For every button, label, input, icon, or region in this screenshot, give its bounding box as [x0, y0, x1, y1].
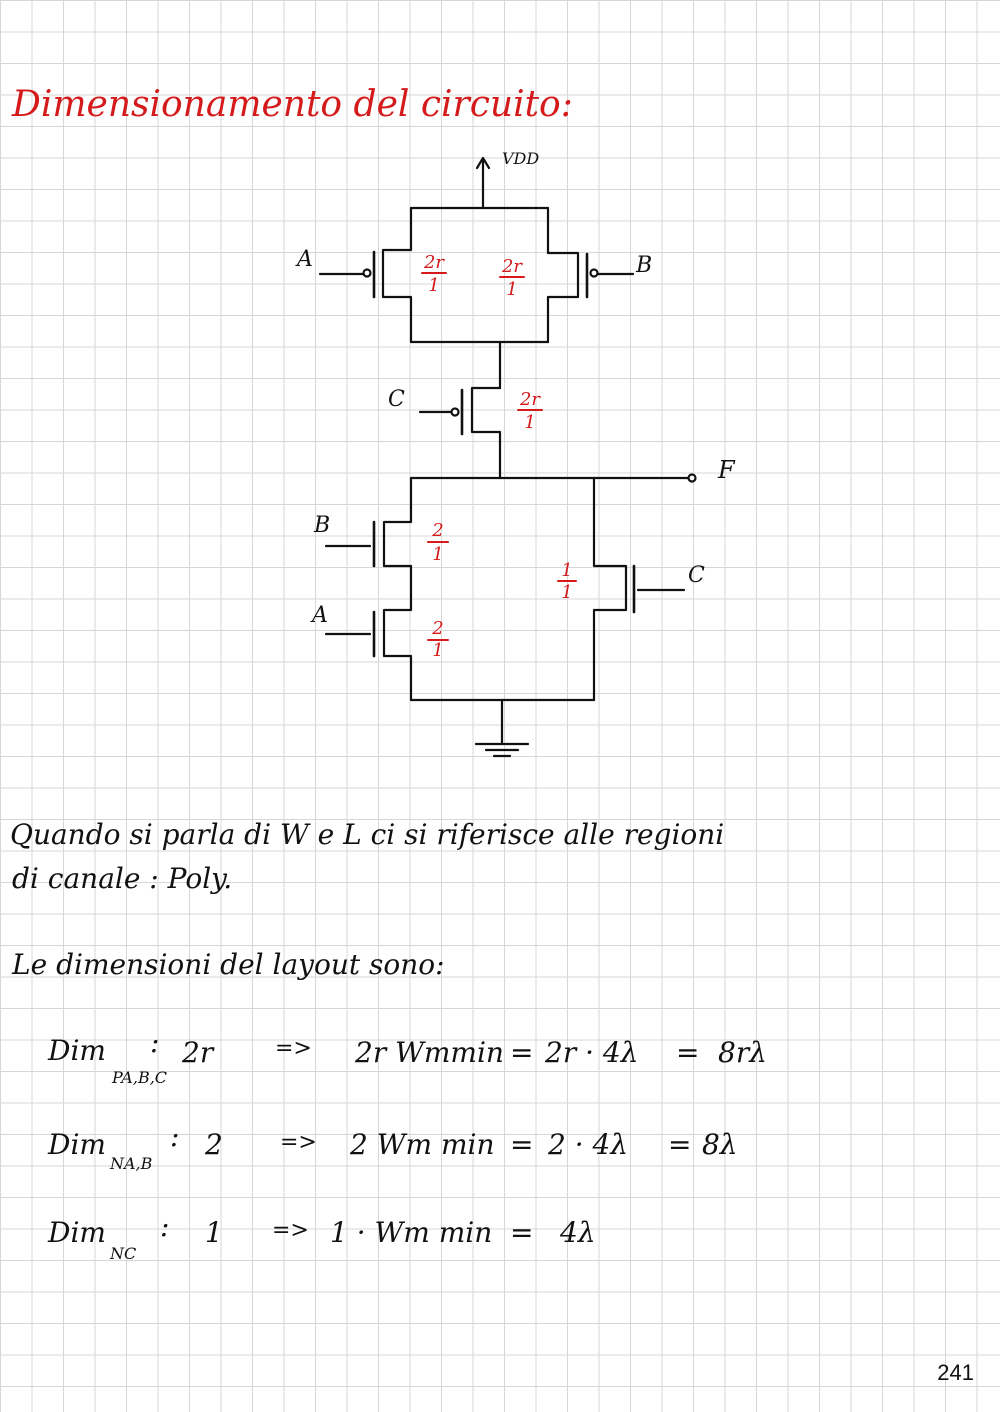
dim-p-sub: PA,B,C	[112, 1068, 168, 1087]
dim-p-colon: :	[150, 1026, 160, 1059]
text-line-3: Le dimensioni del layout sono:	[12, 948, 445, 981]
dim-p-result: 8rλ	[718, 1036, 767, 1069]
input-a-bottom-label: A	[310, 603, 328, 628]
pmos-c-bubble	[450, 407, 460, 417]
ratio-pc-den: 1	[524, 412, 535, 433]
dim-nab-result: 8λ	[702, 1128, 738, 1161]
vdd-arrow-icon	[475, 156, 491, 170]
input-b-top-label: B	[635, 253, 652, 278]
ratio-pa-den: 1	[428, 275, 439, 296]
ratio-na-num: 2	[431, 618, 443, 639]
dim-p-eq1: =	[510, 1036, 534, 1069]
input-b-bottom-label: B	[313, 513, 330, 538]
dim-nc-expr: 1 · Wm min	[330, 1216, 493, 1249]
ratio-pb-den: 1	[506, 279, 517, 300]
dim-nc-ratio: 1	[205, 1216, 223, 1249]
dim-nc-label: Dim	[48, 1216, 106, 1249]
pmos-c	[470, 386, 502, 480]
dim-nab-ratio: 2	[205, 1128, 223, 1161]
dim-nc-eq1: =	[510, 1216, 534, 1249]
dim-nab-colon: :	[170, 1120, 180, 1153]
input-a-top-label: A	[295, 247, 313, 272]
pmos-b	[546, 206, 580, 344]
dim-p-expr: 2r Wmmin	[355, 1036, 504, 1069]
vdd-label: VDD	[502, 149, 539, 168]
dim-nc-sub: NC	[110, 1244, 137, 1263]
pmos-b-bubble	[589, 268, 599, 278]
input-c-bottom-label: C	[688, 563, 705, 588]
dim-p-calc: 2r · 4λ	[545, 1036, 639, 1069]
page-number: 241	[937, 1360, 974, 1385]
ratio-pa-num: 2r	[423, 252, 445, 273]
output-f-label: F	[717, 456, 736, 484]
dim-nc-arrow: =>	[272, 1218, 309, 1243]
dim-nab-calc: 2 · 4λ	[548, 1128, 629, 1161]
ratio-nc-num: 1	[561, 560, 572, 581]
cmos-circuit-diagram: VDD A B C F B A C 2r 1 2r 1 2r 1 2 1 2 1…	[295, 149, 736, 758]
dim-nab-arrow: =>	[280, 1130, 317, 1155]
ratio-pc-num: 2r	[519, 389, 541, 410]
ratio-nb-num: 2	[431, 520, 443, 541]
text-line-2: di canale : Poly.	[12, 862, 233, 895]
nmos-series	[382, 476, 413, 702]
dim-nab-eq2: =	[668, 1128, 692, 1161]
dim-p-eq2: =	[676, 1036, 700, 1069]
dim-row-n-c: Dim NC : 1 => 1 · Wm min = 4λ	[0, 1210, 1000, 1272]
nmos-c	[592, 476, 628, 702]
dim-p-ratio: 2r	[182, 1036, 214, 1069]
ratio-nb-den: 1	[432, 544, 443, 565]
ratio-nc-den: 1	[561, 582, 572, 603]
input-c-mid-label: C	[388, 387, 405, 412]
dim-nab-label: Dim	[48, 1128, 106, 1161]
dim-nab-expr: 2 Wm min	[350, 1128, 495, 1161]
ratio-pb-num: 2r	[501, 256, 523, 277]
text-line-1: Quando si parla di W e L ci si riferisce…	[10, 818, 725, 851]
pmos-a	[381, 206, 413, 344]
dim-p-label: Dim	[48, 1034, 106, 1067]
output-terminal	[687, 473, 697, 483]
dim-nc-calc: 4λ	[560, 1216, 596, 1249]
dim-row-n-ab: Dim NA,B : 2 => 2 Wm min = 2 · 4λ = 8λ	[0, 1120, 1000, 1184]
dim-nab-sub: NA,B	[110, 1154, 153, 1173]
pmos-a-bubble	[362, 268, 372, 278]
dim-row-p: Dim PA,B,C : 2r => 2r Wmmin = 2r · 4λ = …	[0, 1026, 1000, 1104]
dim-nab-eq1: =	[510, 1128, 534, 1161]
page-title: Dimensionamento del circuito:	[12, 84, 573, 125]
dim-nc-colon: :	[160, 1210, 170, 1243]
ratio-na-den: 1	[432, 640, 443, 661]
dim-p-arrow: =>	[275, 1036, 312, 1061]
